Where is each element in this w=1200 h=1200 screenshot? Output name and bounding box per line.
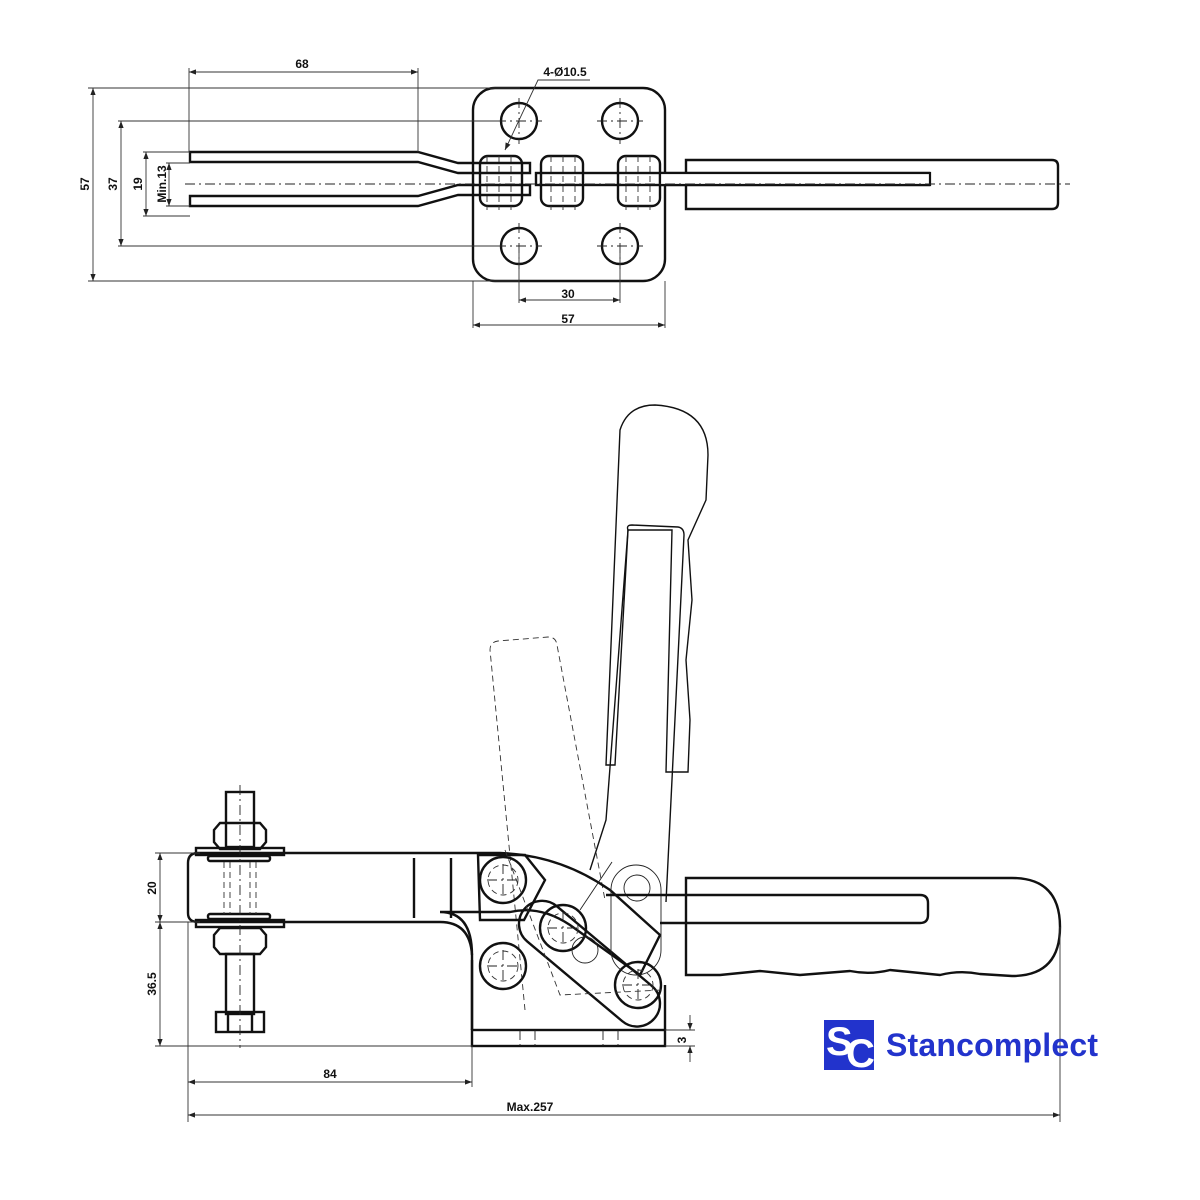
clamp-arm (198, 851, 662, 1030)
handle-bar-closed (606, 893, 930, 925)
arm-fork-lower (188, 183, 532, 208)
dimensions-side (155, 852, 1061, 1122)
handle-grip (684, 158, 1060, 211)
dim-30: 30 (561, 287, 575, 301)
arm-fork-upper (188, 150, 532, 175)
dim-57-horizontal: 57 (561, 312, 575, 326)
spindle-bolt (194, 785, 286, 1048)
dim-57-vertical: 57 (78, 177, 92, 191)
brand-logo: S C Stancomplect (824, 1020, 1098, 1070)
base-plate-side (470, 1028, 667, 1048)
dim-84: 84 (323, 1067, 337, 1081)
handle-phantom (489, 636, 606, 1011)
dim-36-5: 36.5 (145, 972, 159, 996)
handle-grip-closed (684, 876, 1062, 978)
dim-3: 3 (675, 1036, 689, 1043)
linkage (476, 849, 663, 1028)
dim-hole-diameter: 4-Ø10.5 (543, 65, 587, 79)
dim-min-13: Min.13 (155, 165, 169, 203)
dimensions-top (88, 68, 666, 328)
dim-37: 37 (106, 177, 120, 191)
mounting-holes (496, 98, 643, 269)
handle-bar-inner (658, 171, 932, 187)
brand-name: Stancomplect (886, 1026, 1099, 1063)
brand-mark-icon: S C (824, 1020, 874, 1070)
dim-20: 20 (145, 881, 159, 895)
dim-19: 19 (131, 177, 145, 191)
side-view: 20 36.5 3 84 Max.257 (145, 404, 1062, 1122)
top-view: 68 4-Ø10.5 57 37 19 Min.13 30 57 (78, 57, 1070, 328)
handle-grip-open (605, 404, 709, 773)
dim-68: 68 (295, 57, 309, 71)
dim-max-257: Max.257 (507, 1100, 554, 1114)
